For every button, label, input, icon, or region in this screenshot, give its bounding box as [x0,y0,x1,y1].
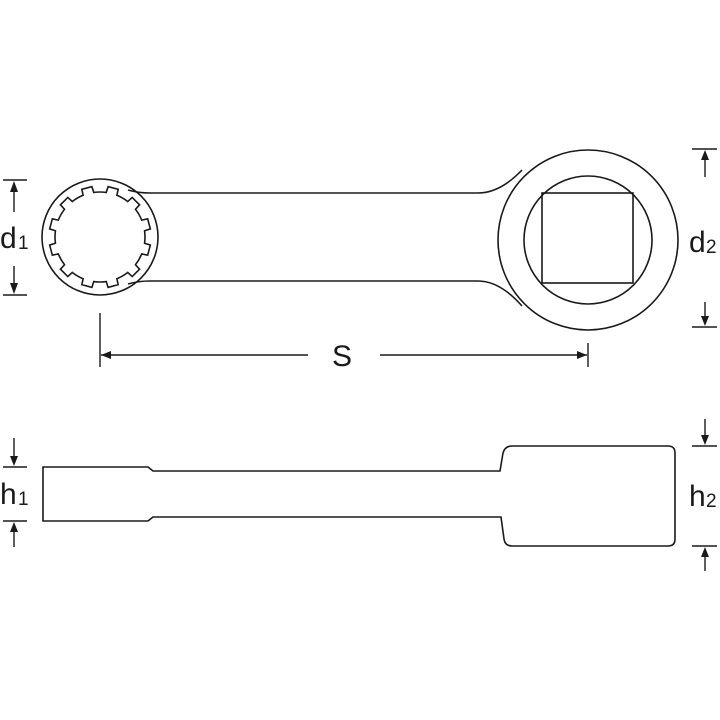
dimension-s: S [99,313,589,373]
side-view [42,445,676,547]
label-s: S [332,340,352,373]
ring-outer [41,178,159,296]
dimension-d2: d 2 [689,148,717,328]
drive-ring-inner [523,175,653,305]
label-h1: h [0,478,17,511]
dimension-h1: h 1 [0,438,29,547]
label-h1-sub: 1 [18,489,29,510]
label-h2-sub: 2 [706,491,717,512]
label-d1: d [0,222,17,255]
label-d2-sub: 2 [706,237,717,258]
top-view [41,149,679,331]
label-d1-sub: 1 [18,233,29,254]
dimension-d1: d 1 [0,179,29,296]
square-drive [541,192,634,284]
dimension-h2: h 2 [689,419,717,571]
shank-bottom-edge [127,280,523,307]
twelve-point-socket [48,185,152,289]
label-h2: h [689,480,706,513]
shank-top-edge [127,169,523,194]
side-profile [42,445,676,547]
socket-notches [48,185,152,289]
label-d2: d [689,226,706,259]
drive-ring-outer [497,149,679,331]
